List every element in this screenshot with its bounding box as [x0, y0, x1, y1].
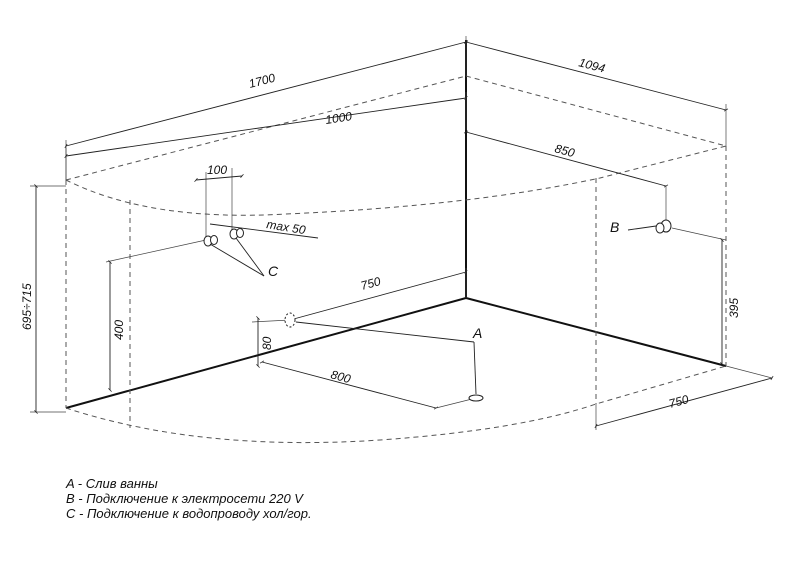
marker-a-group: A — [295, 321, 482, 395]
dim-side-floor: 750 — [594, 365, 774, 430]
marker-b: B — [610, 219, 619, 235]
left-floor-edge — [65, 297, 467, 409]
dim-1000-label: 1000 — [324, 109, 353, 127]
dim-length-total: 1700 — [64, 36, 468, 180]
dim-1094-label: 1094 — [577, 55, 607, 75]
tub-back-top-right — [465, 75, 727, 147]
dim-850-label: 850 — [553, 141, 576, 160]
dim-395-label: 395 — [727, 298, 741, 318]
tub-back-top-left — [65, 75, 467, 181]
drain-floor-fitting — [468, 394, 484, 402]
legend-b: B - Подключение к электросети 220 V — [66, 491, 303, 506]
dim-800-label: 800 — [329, 367, 352, 386]
dim-drain-back: 750 — [288, 268, 468, 323]
legend-a: A - Слив ванны — [66, 476, 158, 491]
legend: A - Слив ванны B - Подключение к электро… — [66, 476, 312, 521]
dim-pipe-spacing: 100 max 50 — [194, 163, 319, 239]
dim-750-floor-label: 750 — [667, 392, 690, 411]
legend-c: C - Подключение к водопроводу хол/гор. — [66, 506, 312, 521]
tub-bottom-curve — [65, 365, 727, 444]
dim-drain-height: 80 — [251, 316, 291, 368]
bathtub-outline — [65, 75, 727, 444]
water-pipes-c — [203, 228, 244, 247]
dim-power-height: 395 — [671, 227, 741, 366]
dim-height-label: 695÷715 — [20, 283, 34, 330]
room-walls — [65, 40, 727, 409]
tub-top-front-curve — [65, 145, 727, 216]
dim-750-back-label: 750 — [359, 274, 382, 293]
dim-height: 695÷715 — [20, 184, 66, 414]
dim-1700-label: 1700 — [247, 71, 277, 91]
marker-a: A — [472, 325, 482, 341]
marker-c: C — [268, 263, 279, 279]
dim-80-label: 80 — [260, 336, 274, 350]
power-outlet-b — [655, 219, 672, 234]
dim-width-inner: 850 — [463, 130, 669, 222]
dim-pipe-height: 400 — [105, 239, 207, 392]
dim-length-inner: 1000 — [64, 92, 468, 180]
drain-wall-fitting — [284, 312, 296, 328]
dim-max50-label: max 50 — [266, 217, 307, 237]
dim-drain-side: 800 — [259, 360, 477, 410]
dim-400-label: 400 — [112, 320, 126, 340]
marker-c-group: C — [209, 237, 279, 279]
dim-100-label: 100 — [207, 163, 227, 177]
drain-a — [284, 312, 484, 402]
marker-b-group: B — [610, 219, 657, 235]
dim-width-total: 1094 — [463, 40, 729, 146]
